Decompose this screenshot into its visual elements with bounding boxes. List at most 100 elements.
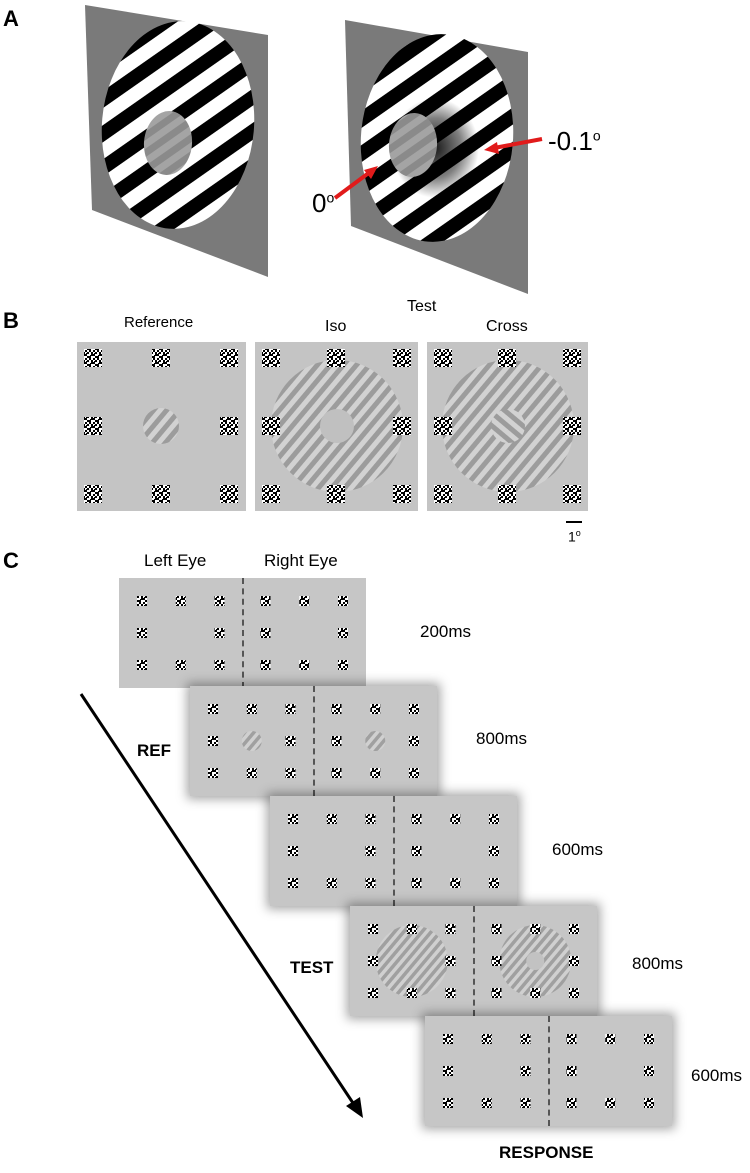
duration-4: 800ms [632,954,684,973]
noise-patch [214,660,225,670]
noise-patch [409,736,419,746]
duration-3: 600ms [552,840,604,859]
noise-patch [285,704,296,714]
noise-patch [443,1098,453,1108]
reference-grating [365,731,386,751]
noise-patch [175,660,186,670]
noise-patch [331,704,342,714]
noise-patch [285,768,296,778]
test-center-grating [402,952,421,970]
noise-patch [368,988,378,998]
label-reference: Reference [124,314,194,331]
duration-5: 600ms [691,1066,743,1085]
stimulus-frame-5 [425,1016,672,1126]
noise-patch [411,814,422,824]
noise-patch [491,988,502,998]
noise-patch [214,596,225,606]
stimulus-frame-3 [270,796,517,906]
cross-panel [427,342,588,511]
stimulus-frame-4 [350,906,597,1016]
noise-patch [411,846,422,856]
noise-patch [445,924,456,934]
eye-divider [241,578,244,688]
noise-patch [338,596,348,606]
noise-patch [644,1034,654,1044]
noise-patch [443,1034,453,1044]
noise-patch [481,1098,492,1108]
noise-patch [491,956,502,966]
noise-patch [137,628,147,638]
scale-bar-label: 1o [568,528,581,545]
eye-divider [472,906,475,1016]
noise-patch [370,768,381,778]
noise-patch [285,736,296,746]
noise-patch [530,988,541,998]
stimulus-frame-1 [119,578,366,688]
noise-patch [246,704,257,714]
noise-patch [569,988,579,998]
label-left-eye: Left Eye [144,551,207,570]
noise-patch [491,924,502,934]
noise-patch [338,660,348,670]
noise-patch [411,878,422,888]
noise-patch [489,846,499,856]
duration-1: 200ms [420,622,472,641]
noise-patch [260,628,271,638]
noise-patch [208,768,218,778]
noise-patch [175,596,186,606]
noise-patch [450,814,461,824]
noise-patch [260,596,271,606]
noise-patch [644,1098,654,1108]
noise-patch [370,704,381,714]
panel-a-left-screen [85,5,268,277]
noise-patch [288,814,298,824]
noise-patch [489,814,499,824]
duration-2: 800ms [476,729,528,748]
noise-patch [409,768,419,778]
noise-patch [644,1066,654,1076]
test-center-grating [526,952,545,970]
noise-patch [137,596,147,606]
noise-patch [338,628,348,638]
panel-a-right-screen [345,20,528,294]
panel-label-a: A [3,6,19,31]
noise-patch [445,956,456,966]
label-ref: REF [137,741,171,760]
eye-divider [392,796,395,906]
noise-patch [288,878,298,888]
label-iso: Iso [325,318,347,335]
noise-patch [406,988,417,998]
noise-patch [288,846,298,856]
panel-label-b: B [3,308,19,333]
arrow-zero [333,166,378,200]
noise-patch [326,878,337,888]
label-cross: Cross [486,318,528,335]
noise-patch [368,956,378,966]
noise-patch [260,660,271,670]
noise-patch [566,1098,577,1108]
noise-patch [605,1098,616,1108]
noise-patch [299,660,310,670]
stimulus-frame-2 [190,686,437,796]
label-right-eye: Right Eye [264,551,338,570]
time-arrow [79,693,363,1118]
noise-patch [365,846,376,856]
label-response: RESPONSE [499,1143,594,1162]
label-minus-deg: -0.1o [548,126,601,156]
noise-patch [214,628,225,638]
label-test-frame: TEST [290,958,334,977]
noise-patch [481,1034,492,1044]
scale-bar [566,521,582,523]
noise-patch [326,814,337,824]
noise-patch [137,660,147,670]
noise-patch [566,1066,577,1076]
label-zero-deg: 0o [312,188,335,218]
noise-patch [566,1034,577,1044]
noise-patch [246,768,257,778]
noise-patch [331,768,342,778]
eye-divider [547,1016,550,1126]
noise-patch [208,704,218,714]
arrow-minus [484,137,543,154]
noise-patch [368,924,378,934]
noise-patch [569,924,579,934]
